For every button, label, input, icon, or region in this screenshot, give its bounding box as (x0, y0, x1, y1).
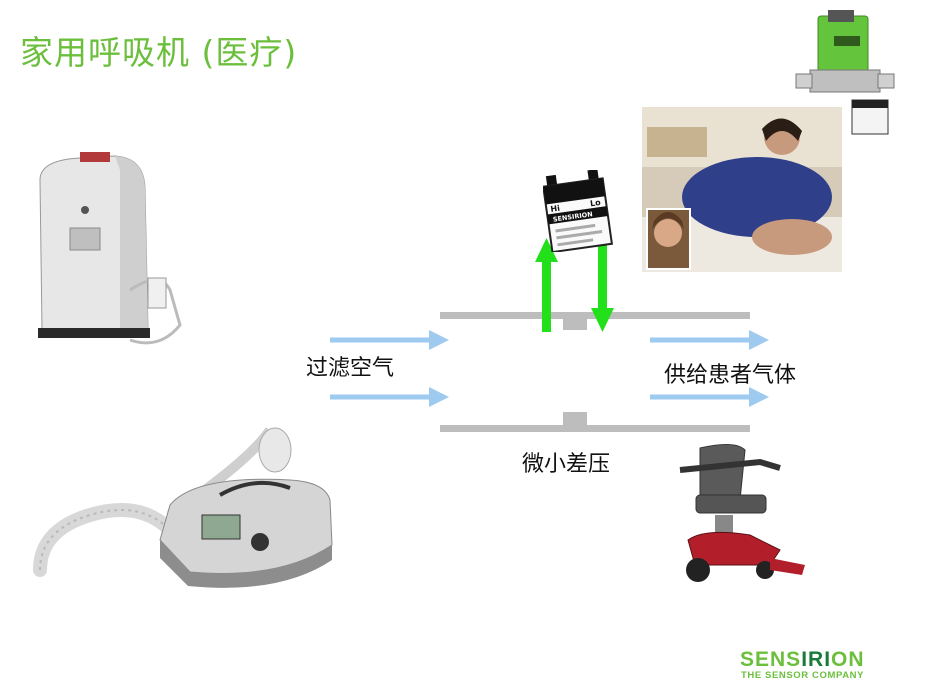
duct-lower-wall (440, 425, 750, 432)
slide-title: 家用呼吸机 (医疗) (20, 33, 298, 72)
sensor-hi-label: Hi (550, 204, 561, 214)
patient-photo (642, 107, 842, 272)
logo-text-part-2: IRI (801, 648, 832, 671)
differential-pressure-sensor-image: Hi Lo SENSIRION (543, 170, 614, 252)
upper-pressure-tap (563, 319, 587, 330)
logo-text-part-1: SENS (740, 648, 802, 671)
sensor-up-arrow (535, 238, 558, 332)
logo-tagline: THE SENSOR COMPANY (741, 670, 865, 681)
mass-flow-meter-image (795, 10, 895, 135)
sensirion-logo: SENSIRION (740, 648, 865, 672)
sensor-down-arrow (591, 245, 614, 332)
lower-restriction (563, 412, 587, 425)
logo-text-part-3: ON (831, 648, 865, 671)
patient-gas-supply-label: 供给患者气体 (664, 363, 797, 388)
micro-differential-pressure-label: 微小差压 (522, 452, 611, 477)
oxygen-concentrator-image (38, 152, 182, 345)
sensor-lo-label: Lo (589, 198, 601, 208)
power-wheelchair-image (679, 444, 805, 582)
cpap-machine-image (33, 427, 333, 588)
filtered-air-label: 过滤空气 (306, 356, 395, 381)
